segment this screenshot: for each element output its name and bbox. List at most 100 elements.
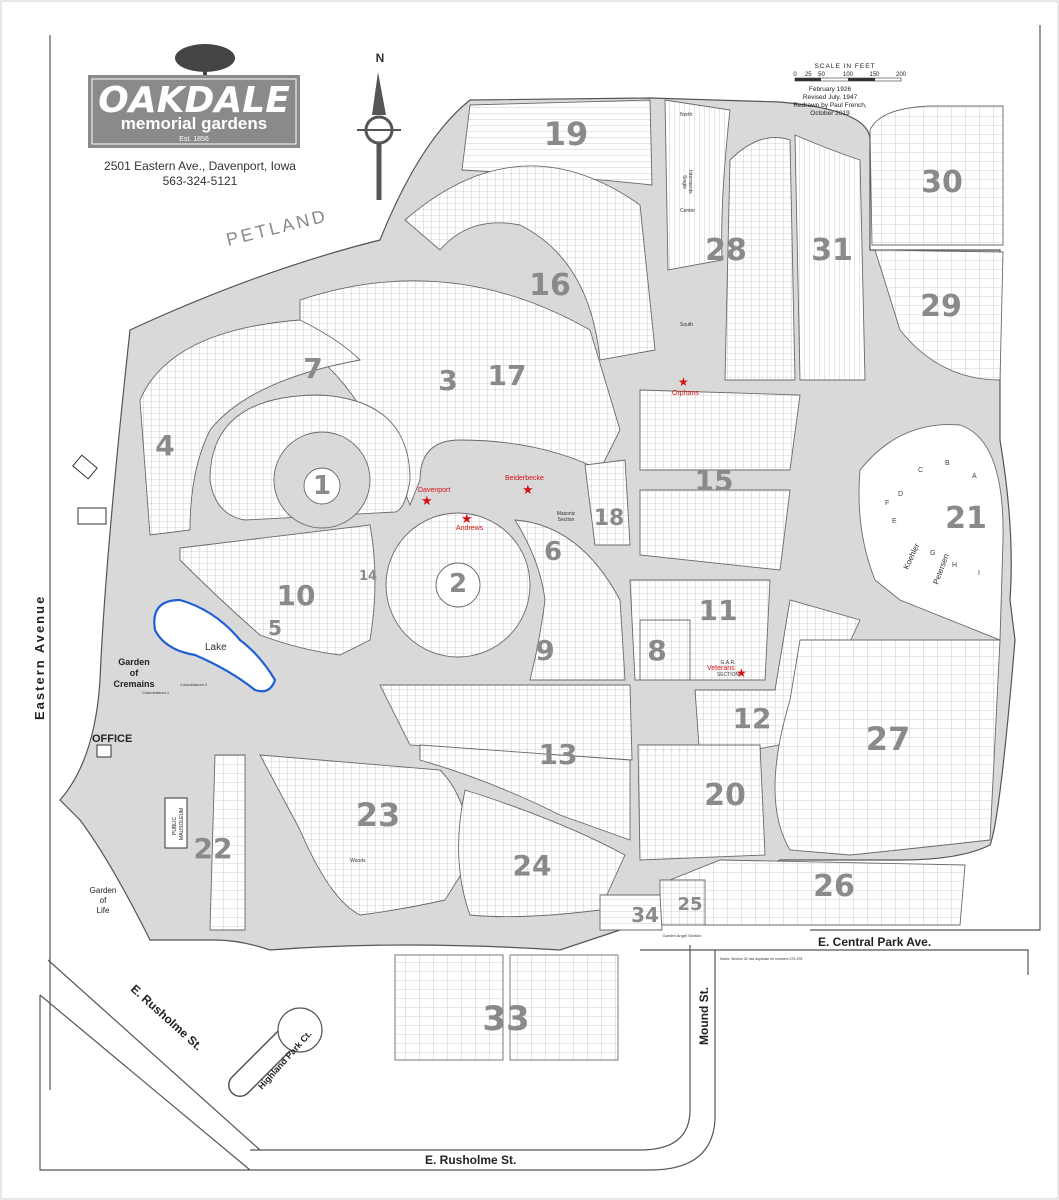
scale-tick-label: 100 [843,72,854,78]
svg-text:I: I [978,570,980,577]
section-31: 31 [811,233,853,268]
section-6: 6 [544,537,562,567]
rusholme-bottom-label: E. Rusholme St. [425,1153,516,1167]
section-numbers: 1 2 3 4 5 6 7 8 9 10 11 12 13 14 15 16 1… [155,115,987,1039]
section-14: 14 [359,569,377,584]
svg-text:D: D [898,491,903,498]
north-label: North [680,112,692,118]
beiderbecke-marker[interactable]: ★ Beiderbecke [505,475,544,497]
davenport-label: Davenport [418,487,450,494]
compass: N [357,51,401,200]
section-11: 11 [699,594,738,627]
svg-text:H: H [952,562,957,569]
landmark-markers: ★ Davenport ★ Beiderbecke ★ Andrews ★ Or… [418,375,747,680]
svg-text:G: G [930,550,935,557]
section-15: 15 [695,464,734,497]
section-21: 21 [945,501,987,536]
streets [39,25,1041,1171]
lake-label: Lake [205,642,227,653]
davenport-marker[interactable]: ★ Davenport [418,487,450,508]
outbuilding [72,454,98,480]
andrews-label: Andrews [456,525,484,532]
logo-est: Est. 1856 [179,136,209,143]
mausoleum-building [164,797,188,849]
garden-cremains-label: Cremains [113,679,154,689]
veterans-marker[interactable]: ★ Veterans [707,665,747,680]
single-interments-label: Single [681,175,687,189]
outbuilding [77,507,107,525]
masonic-label: Section [558,517,575,523]
section-16: 16 [529,268,571,303]
section-4: 4 [155,429,174,462]
svg-text:C: C [918,467,923,474]
section-33: 33 [482,999,529,1039]
orphans-marker[interactable]: ★ Orphans [672,375,699,397]
scale-credit: February 1926 [809,86,852,93]
gar-label: G.A.R. [720,660,735,666]
svg-text:B: B [945,460,950,467]
veterans-label: Veterans [707,665,735,672]
office-label: OFFICE [92,733,132,745]
star-icon: ★ [736,666,747,680]
beiderbecke-label: Beiderbecke [505,475,544,482]
section-20: 20 [704,778,746,813]
section-12: 12 [733,702,772,735]
plot-sections [139,99,1004,1061]
svg-text:E: E [892,518,897,525]
scale-tick-label: 200 [896,72,907,78]
section-23: 23 [356,796,401,834]
scale-credit: October 2019 [810,110,850,117]
section-17: 17 [488,359,527,392]
woods-label: Woods [350,858,366,864]
section-18: 18 [594,506,625,531]
section-30: 30 [921,165,963,200]
star-icon: ★ [678,375,689,389]
garden-cremains-label: Garden [118,657,150,667]
masonic-label: Masonic [557,511,576,517]
address: 2501 Eastern Ave., Davenport, Iowa [104,159,296,173]
center-label: Center [680,208,695,214]
south-label: South [680,322,693,328]
star-icon: ★ [461,511,473,526]
scale-title: SCALE IN FEET [814,63,875,70]
scale-credit: Revised July, 1947 [803,94,858,101]
compass-north-label: N [376,51,385,65]
scale-tick-label: 50 [818,72,825,78]
andrews-marker[interactable]: ★ Andrews [456,511,484,532]
garden-cremains-label: of [130,668,139,678]
section-34: 34 [631,903,659,927]
lake [153,598,277,693]
svg-text:F: F [885,500,889,507]
logo: OAKDALE memorial gardens Est. 1856 2501 … [88,44,300,188]
scale-credit: Redrawn by Paul French, [793,102,867,109]
section-13: 13 [539,738,578,771]
section-2: 2 [449,569,467,599]
section-10: 10 [277,579,316,612]
map-note: Notes: Section 34 has duplicate lot numb… [720,957,802,961]
scale-tick-label: 0 [793,72,797,78]
section-25: 25 [677,894,702,915]
mound-street-label: Mound St. [697,987,711,1045]
gar-label: SECTION [717,672,740,678]
scale-tick-label: 25 [805,72,812,78]
central-park-label: E. Central Park Ave. [818,935,931,949]
section-21-sub-letters: A B C D E F G H I [885,460,980,577]
tree-icon [175,44,235,75]
star-icon: ★ [421,493,433,508]
section-29: 29 [920,289,962,324]
garden-life-label: Garden [90,886,117,895]
orphans-label: Orphans [672,390,699,397]
garden-angel-label: Garden Angel Section [663,933,702,938]
section-3: 3 [438,364,457,397]
eastern-avenue-label: Eastern Avenue [32,595,47,720]
section-1: 1 [313,471,331,501]
highland-park-ct [228,1007,323,1097]
north-arrow-icon [372,72,386,115]
columbarium-label: Columbarium 2 [180,682,208,687]
section-28: 28 [705,233,747,268]
section-27: 27 [866,720,911,758]
section-26: 26 [813,869,855,904]
